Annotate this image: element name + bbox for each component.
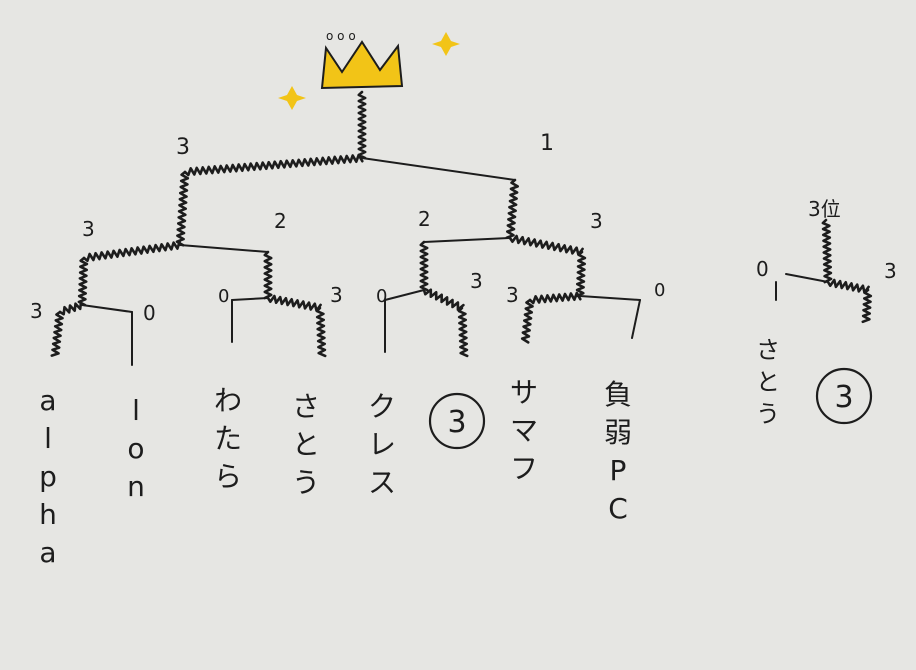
final-left-score: 3 xyxy=(176,135,190,160)
winner-bracket-line xyxy=(861,288,873,324)
winner-bracket-line xyxy=(528,291,582,305)
winner-bracket-line xyxy=(457,306,469,358)
entrant-name: わ た ら xyxy=(213,384,242,493)
entrant-name: サ マ フ xyxy=(509,376,538,485)
semifinal-2-right-score: 3 xyxy=(590,209,603,233)
third-place-right-score: 3 xyxy=(884,259,897,283)
third-place-title: 3位 xyxy=(808,197,841,221)
match-1-left-score: 3 xyxy=(30,299,43,323)
entrant-name: l o n xyxy=(127,394,145,503)
bracket-line xyxy=(579,295,641,301)
entrant-name: a l p h a xyxy=(39,384,57,569)
winner-bracket-line xyxy=(82,240,181,263)
winner-bracket-line xyxy=(826,278,870,294)
winner-bracket-line xyxy=(58,300,83,316)
sparkle-icon xyxy=(432,32,460,56)
semifinal-1-left-score: 3 xyxy=(82,217,95,241)
crown-icon: o o o xyxy=(320,29,404,90)
match-1-right-score: 0 xyxy=(143,301,156,325)
bracket-line xyxy=(785,273,829,283)
final-right-score: 1 xyxy=(540,131,554,156)
match-2-right-score: 3 xyxy=(330,283,343,307)
match-4-left-score: 3 xyxy=(506,283,519,307)
entrant-name: ク レ ス xyxy=(367,390,396,499)
winner-bracket-line xyxy=(357,90,367,160)
circled-entrant-marker: 3 xyxy=(428,392,486,450)
entrant-name: さ と う xyxy=(756,336,780,428)
match-4-right-score: 0 xyxy=(654,280,665,301)
bracket-line xyxy=(423,237,511,243)
winner-bracket-line xyxy=(266,294,322,312)
circled-number: 3 xyxy=(834,380,853,415)
entrant-name: さ と う xyxy=(291,390,320,499)
sparkle-icon xyxy=(278,86,306,110)
bracket-line xyxy=(631,299,641,339)
semifinal-2-left-score: 2 xyxy=(418,207,431,231)
bracket-line xyxy=(179,244,269,253)
match-3-right-score: 3 xyxy=(470,269,483,293)
winner-bracket-line xyxy=(422,288,465,311)
winner-bracket-line xyxy=(821,218,833,284)
entrant-name: 負 弱 P C xyxy=(603,378,632,525)
winner-bracket-line xyxy=(175,170,190,247)
winner-bracket-line xyxy=(263,250,273,300)
winner-bracket-line xyxy=(575,250,587,298)
circled-number: 3 xyxy=(447,405,466,440)
match-2-left-score: 0 xyxy=(218,286,229,307)
winner-bracket-line xyxy=(183,153,364,177)
match-3-left-score: 0 xyxy=(376,286,387,307)
bracket-line xyxy=(361,157,516,181)
winner-bracket-line xyxy=(50,310,64,357)
winner-bracket-line xyxy=(520,298,534,344)
third-place-left-score: 0 xyxy=(756,257,769,281)
circled-entrant-marker: 3 xyxy=(815,367,873,425)
semifinal-1-right-score: 2 xyxy=(274,209,287,233)
winner-bracket-line xyxy=(77,256,89,307)
bracket-line xyxy=(384,289,425,301)
winner-bracket-line xyxy=(419,240,429,292)
winner-bracket-line xyxy=(505,178,519,239)
crown-dots: o o o xyxy=(326,29,356,43)
bracket-line xyxy=(81,304,133,313)
winner-bracket-line xyxy=(508,234,584,256)
bracket-line xyxy=(231,297,269,301)
winner-bracket-line xyxy=(315,306,327,358)
